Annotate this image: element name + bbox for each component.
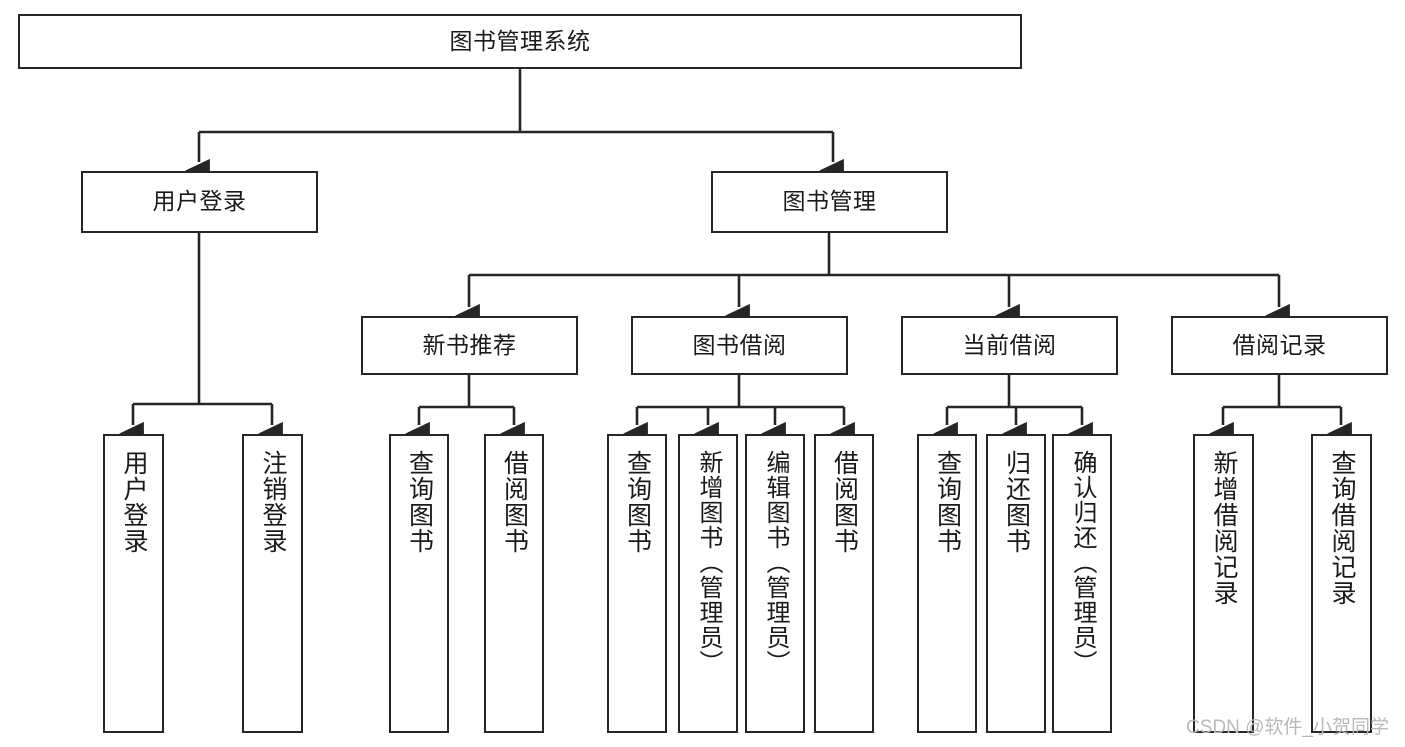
node-user-login[interactable]: 用户登录 <box>81 171 318 233</box>
node-leaf-query-record[interactable]: 查询借阅记录 <box>1311 434 1372 733</box>
node-current-borrow-label: 当前借阅 <box>962 331 1057 358</box>
node-leaf-add-record-label: 新增借阅记录 <box>1210 450 1238 606</box>
node-leaf-logout[interactable]: 注销登录 <box>242 434 303 733</box>
node-leaf-user-login[interactable]: 用户登录 <box>103 434 164 733</box>
node-current-borrow[interactable]: 当前借阅 <box>901 316 1118 375</box>
node-leaf-query-book-rec[interactable]: 查询图书 <box>389 434 449 733</box>
node-leaf-add-book-label: 新增图书（管理员） <box>695 450 722 675</box>
node-leaf-add-record[interactable]: 新增借阅记录 <box>1193 434 1254 733</box>
node-leaf-query-book-cur-label: 查询图书 <box>933 450 962 554</box>
node-book-manage-label: 图书管理 <box>782 188 877 215</box>
node-leaf-query-record-label: 查询借阅记录 <box>1328 450 1356 606</box>
node-leaf-confirm-return-label: 确认归还（管理员） <box>1069 450 1096 675</box>
node-leaf-query-book-cur[interactable]: 查询图书 <box>917 434 977 733</box>
watermark-text: CSDN @软件_小贺同学 <box>1186 717 1389 738</box>
node-leaf-query-book-borrow-label: 查询图书 <box>623 450 652 554</box>
node-leaf-user-login-label: 用户登录 <box>120 450 148 554</box>
node-leaf-return-book-label: 归还图书 <box>1002 450 1031 554</box>
node-borrow-record[interactable]: 借阅记录 <box>1171 316 1388 375</box>
node-leaf-borrow-book[interactable]: 借阅图书 <box>814 434 874 733</box>
node-user-login-label: 用户登录 <box>152 188 247 215</box>
node-leaf-query-book-rec-label: 查询图书 <box>405 450 434 554</box>
node-borrow-record-label: 借阅记录 <box>1232 331 1327 358</box>
node-book-manage[interactable]: 图书管理 <box>711 171 948 233</box>
node-leaf-return-book[interactable]: 归还图书 <box>986 434 1046 733</box>
node-leaf-edit-book[interactable]: 编辑图书（管理员） <box>745 434 805 733</box>
node-root-label: 图书管理系统 <box>449 27 591 54</box>
node-leaf-confirm-return[interactable]: 确认归还（管理员） <box>1052 434 1112 733</box>
node-leaf-borrow-book-rec-label: 借阅图书 <box>500 450 529 554</box>
node-book-borrow[interactable]: 图书借阅 <box>631 316 848 375</box>
node-new-book-recommend[interactable]: 新书推荐 <box>361 316 578 375</box>
node-leaf-add-book[interactable]: 新增图书（管理员） <box>678 434 738 733</box>
node-root[interactable]: 图书管理系统 <box>18 14 1022 69</box>
node-leaf-borrow-book-label: 借阅图书 <box>830 450 859 554</box>
node-new-book-recommend-label: 新书推荐 <box>422 331 517 358</box>
node-leaf-edit-book-label: 编辑图书（管理员） <box>762 450 789 675</box>
node-leaf-query-book-borrow[interactable]: 查询图书 <box>607 434 667 733</box>
node-book-borrow-label: 图书借阅 <box>692 331 787 358</box>
node-leaf-borrow-book-rec[interactable]: 借阅图书 <box>484 434 544 733</box>
node-leaf-logout-label: 注销登录 <box>259 450 287 554</box>
